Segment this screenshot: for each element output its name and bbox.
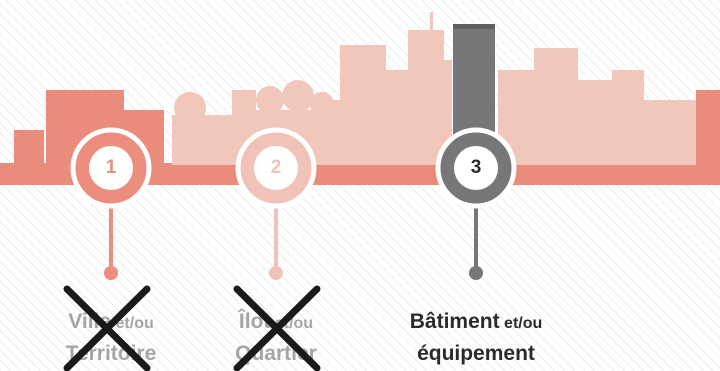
tree-5 — [584, 82, 616, 114]
step-2-number: 2 — [253, 145, 299, 191]
step-1-dot — [104, 266, 118, 280]
step-2-cross-out — [232, 284, 322, 371]
step-1-cross-out — [62, 284, 152, 371]
step-3-number: 3 — [453, 145, 499, 191]
tree-6 — [614, 96, 642, 124]
step-2-pin — [269, 200, 283, 280]
step-3-pin — [469, 200, 483, 280]
light-building-7-antenna — [430, 12, 433, 32]
step-1-number: 1 — [88, 145, 134, 191]
right-building — [696, 90, 720, 170]
step-1-pin — [104, 200, 118, 280]
step-3-title-line1: Bâtiment — [410, 310, 500, 333]
light-building-1 — [172, 115, 232, 165]
step-3-caption: Bâtiment et/ou équipement — [376, 307, 576, 369]
tree-3 — [282, 80, 314, 112]
tree-1 — [174, 92, 206, 124]
highlight-building-roof — [453, 24, 495, 29]
tree-4 — [310, 92, 334, 116]
tree-2 — [256, 86, 284, 114]
light-building-6 — [386, 70, 408, 165]
left-building-1 — [14, 130, 44, 170]
light-building-13 — [644, 100, 696, 165]
step-3-conjunction: et/ou — [504, 315, 542, 332]
step-3-title-line2: équipement — [376, 339, 576, 369]
step-3-dot — [469, 266, 483, 280]
light-building-10 — [534, 48, 578, 165]
light-building-7 — [408, 30, 444, 165]
step-3-caption-line1: Bâtiment et/ou — [376, 307, 576, 339]
light-building-5 — [340, 45, 386, 165]
step-2-dot — [269, 266, 283, 280]
